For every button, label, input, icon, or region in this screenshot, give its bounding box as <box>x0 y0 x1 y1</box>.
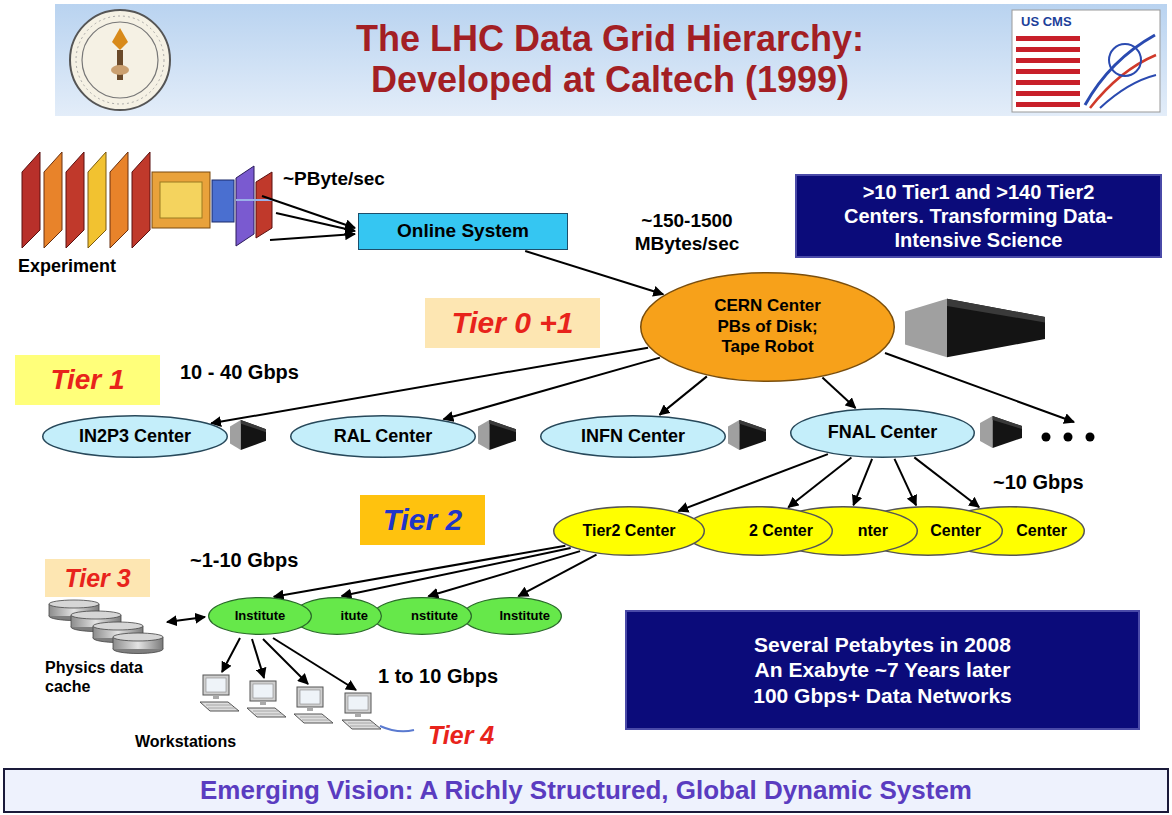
connector-arrow <box>444 358 660 420</box>
rate-label: 10 - 40 Gbps <box>180 360 299 384</box>
label-holder: Experiment <box>18 256 116 278</box>
tier1-ellipse: FNAL Center <box>790 408 975 458</box>
node-text: >10 Tier1 and >140 Tier2 Centers. Transf… <box>834 180 1124 252</box>
ellipse-shape <box>769 507 918 556</box>
institute-ellipse: nstitute <box>372 597 472 635</box>
node-text: 2 Center <box>749 521 813 540</box>
node-text: INFN Center <box>581 426 685 448</box>
connector-arrow <box>525 251 663 294</box>
node-text: Tier2 Center <box>582 521 675 540</box>
ellipse-shape <box>854 507 1003 556</box>
node-text: Tier 1 <box>50 363 124 397</box>
node-text: nstitute <box>411 608 458 624</box>
ellipse-shape <box>641 273 895 382</box>
connector-arrow <box>660 376 707 415</box>
part-label: Experiment <box>18 256 116 278</box>
title: The LHC Data Grid Hierarchy: Developed a… <box>300 18 920 101</box>
ellipse-shape <box>463 598 562 635</box>
label-holder: ~150-1500 MBytes/sec <box>612 210 762 256</box>
caption-holder: Emerging Vision: A Richly Structured, Gl… <box>6 775 1166 806</box>
label-holder: US CMS <box>1021 14 1072 30</box>
ellipse-shape <box>43 416 228 458</box>
caltech-seal <box>70 10 170 110</box>
center-ellipse: CERN Center PBs of Disk; Tape Robot <box>640 272 895 382</box>
node-text: Institute <box>499 608 550 624</box>
node-text: Institute <box>235 608 286 624</box>
tier-tag: Tier 3 <box>45 559 150 597</box>
label-holder: ~1-10 Gbps <box>190 548 298 572</box>
ellipse-shape <box>373 598 472 635</box>
note-box: >10 Tier1 and >140 Tier2 Centers. Transf… <box>795 174 1162 258</box>
part-label: Workstations <box>135 732 236 751</box>
connector-arrow <box>788 458 851 508</box>
tier1-ellipse: IN2P3 Center <box>42 415 228 458</box>
disk-cache-icon <box>49 600 163 654</box>
label-holder: ~PByte/sec <box>283 168 385 191</box>
node-text: Several Petabytes in 2008 An Exabyte ~7 … <box>745 632 1020 708</box>
ellipse-shape <box>554 507 705 556</box>
node-text: FNAL Center <box>828 422 938 444</box>
rate-label: ~1-10 Gbps <box>190 548 298 572</box>
part-label: Physics data cache <box>45 658 163 696</box>
node-text: Tier 2 <box>383 502 463 538</box>
label-holder: Physics data cache <box>45 658 163 696</box>
node-text: Tier 3 <box>64 563 130 593</box>
connector-arrow <box>211 348 648 424</box>
detector-illustration <box>22 152 274 248</box>
ellipse-shape <box>791 409 975 458</box>
logo-text: US CMS <box>1021 14 1072 30</box>
node-text: nter <box>858 521 888 540</box>
connector-arrow <box>428 551 580 596</box>
institute-ellipse: Institute <box>462 597 562 635</box>
label-holder: 1 to 10 Gbps <box>378 664 498 688</box>
tier2-ellipse: Tier2 Center <box>553 506 705 556</box>
tier2-ellipse: 2 Center <box>683 506 833 556</box>
tier-label: Tier 4 <box>428 720 494 750</box>
connector-arrow <box>895 459 917 506</box>
tier-tag: Tier 0 +1 <box>425 298 600 348</box>
node-text: Tier 0 +1 <box>451 305 573 341</box>
rate-label: ~150-1500 MBytes/sec <box>612 210 762 256</box>
node-text: Center <box>1016 521 1067 540</box>
tier1-ellipse: RAL Center <box>290 415 476 458</box>
tier1-ellipse: INFN Center <box>540 415 726 458</box>
ellipse-shape <box>291 416 476 458</box>
ellipse-shape <box>936 507 1085 556</box>
caption-band <box>4 769 1168 812</box>
node-text: CERN Center PBs of Disk; Tape Robot <box>703 296 833 357</box>
tape-robot-icons <box>230 299 1045 450</box>
tier-tag: Tier 2 <box>360 495 485 545</box>
connector-arrow <box>274 546 566 597</box>
rate-label: ~PByte/sec <box>283 168 385 191</box>
rate-label: 1 to 10 Gbps <box>378 664 498 688</box>
connector-arrow <box>853 459 872 505</box>
title-holder: The LHC Data Grid Hierarchy: Developed a… <box>300 18 920 101</box>
label-holder: 10 - 40 Gbps <box>180 360 299 384</box>
tier-tag: Tier 1 <box>15 355 160 405</box>
connector-arrow <box>518 555 596 597</box>
label-holder: ~10 Gbps <box>993 470 1084 494</box>
node-text: RAL Center <box>334 426 433 448</box>
label-holder: Tier 4 <box>428 720 494 750</box>
connector-arrow <box>822 378 855 409</box>
process-box: Online System <box>358 213 568 250</box>
ellipse-shape <box>541 416 726 458</box>
connector-arrow <box>914 457 979 507</box>
node-text: IN2P3 Center <box>79 426 191 448</box>
node-text: Center <box>930 521 981 540</box>
node-text: itute <box>341 608 368 624</box>
ellipsis-dots <box>1042 433 1095 442</box>
uscms-logo <box>1012 10 1160 112</box>
ellipse-shape <box>293 598 382 635</box>
ellipse-shape <box>209 598 312 635</box>
note-box: Several Petabytes in 2008 An Exabyte ~7 … <box>625 610 1140 730</box>
ellipse-shape <box>684 507 833 556</box>
connector-arrow <box>678 454 828 511</box>
institute-ellipse: Institute <box>208 597 312 635</box>
caption: Emerging Vision: A Richly Structured, Gl… <box>6 775 1166 806</box>
node-text: Online System <box>397 220 529 243</box>
rate-label: ~10 Gbps <box>993 470 1084 494</box>
label-holder: Workstations <box>135 732 236 751</box>
